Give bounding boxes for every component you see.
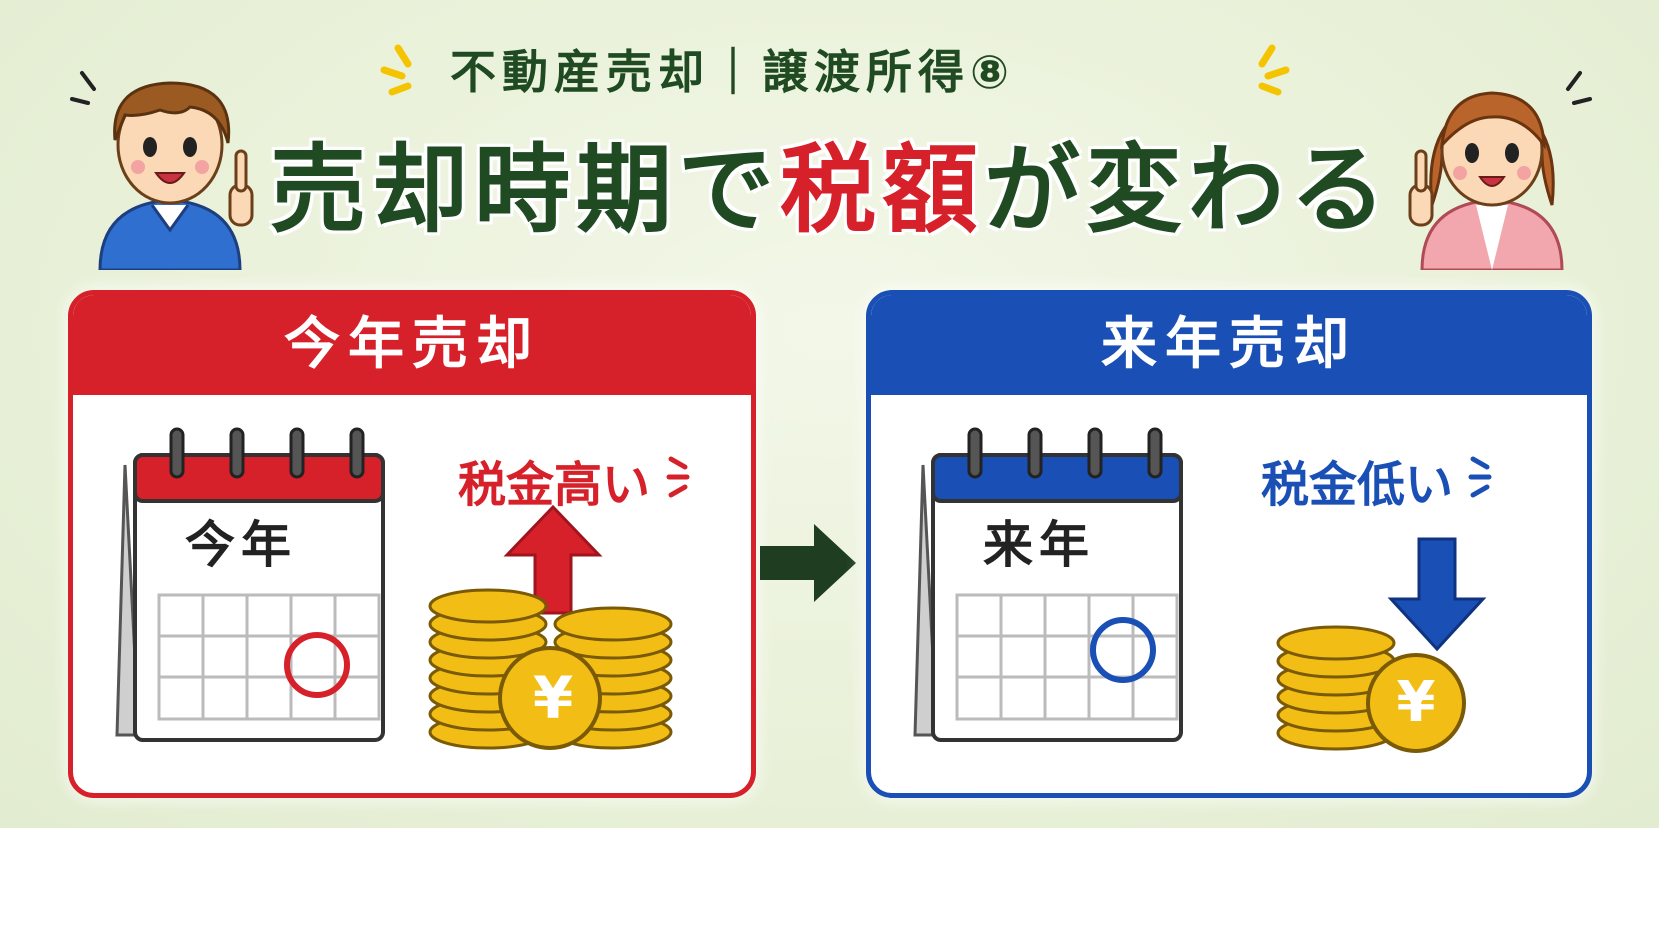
calendar-year-label: 来年 [983,516,1095,574]
calendar-icon [115,427,385,742]
emphasis-marks-icon [666,456,690,498]
next-year-heading: 来年売却 [871,295,1587,395]
sparkle-left-icon [380,44,412,96]
this-year-panel: 今年売却 今年 税金高い [68,290,756,798]
title-part1: 売却時期で [270,134,780,246]
subtitle: 不動産売却｜譲渡所得⑧ [450,45,1015,99]
transition-arrow-icon [760,524,856,602]
coin-stack-icon [428,588,673,750]
yen-symbol: ¥ [532,664,574,732]
page-title: 売却時期で税額が変わる [270,130,1400,250]
title-accent: 税額 [780,134,984,246]
coin-stack-icon [1276,625,1466,753]
tax-high-label: 税金高い [458,457,651,513]
infographic-canvas: 不動産売却｜譲渡所得⑧ 売却時期で税額が変わる [0,0,1659,828]
tax-low-label: 税金低い [1261,457,1454,513]
up-arrow-icon [503,505,603,615]
boy-character-icon [70,71,254,270]
calendar-year-label: 今年 [185,516,297,574]
yen-symbol: ¥ [1396,670,1436,735]
sparkle-right-icon [1258,44,1290,96]
emphasis-marks-icon [1468,456,1492,498]
this-year-heading: 今年売却 [73,295,751,395]
title-part2: が変わる [984,134,1392,246]
calendar-icon [913,427,1183,742]
girl-character-icon [1408,71,1592,270]
down-arrow-icon [1387,537,1487,652]
next-year-panel: 来年売却 来年 税金低い [866,290,1592,798]
